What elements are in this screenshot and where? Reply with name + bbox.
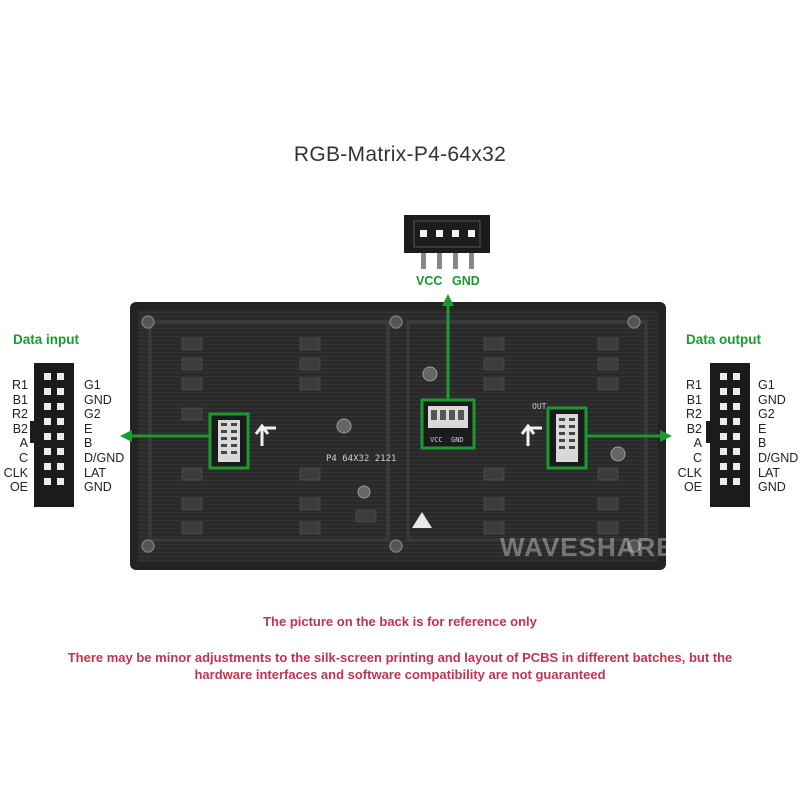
pin-label: C (18, 450, 28, 465)
pin-label: R2 (12, 407, 28, 422)
pin-label: B (758, 436, 767, 451)
callout-arrows (120, 294, 672, 442)
pin-label: E (758, 421, 767, 436)
pin-label: B (84, 436, 93, 451)
pin-label: C (692, 450, 702, 465)
disclaimer-note: There may be minor adjustments to the si… (67, 650, 733, 682)
pin-label: R1 (686, 378, 702, 392)
direction-arrows (254, 423, 542, 446)
pin-label: GND (84, 480, 112, 495)
pin-label: LAT (84, 465, 106, 480)
pin-label: G2 (758, 407, 775, 422)
pin-label: R1 (12, 378, 28, 392)
pin-label: D/GND (84, 450, 125, 465)
vcc-label: VCC (416, 274, 443, 288)
pin-label: CLK (677, 465, 702, 480)
input-header-diagram (30, 363, 74, 507)
pin-label: B2 (686, 421, 702, 436)
pin-label: OE (683, 480, 702, 495)
pin-label: GND (758, 480, 786, 495)
pin-label: R2 (686, 407, 702, 422)
output-right-pins: G1 GND G2 E B D/GND LAT GND (758, 378, 798, 495)
input-left-pins: R1 B1 R2 B2 A C CLK OE (2, 378, 28, 495)
esd-warning-icon (412, 512, 432, 528)
led-panel-board (130, 302, 666, 570)
board-out-silk: OUT (532, 402, 547, 411)
reference-note: The picture on the back is for reference… (263, 614, 537, 629)
input-connector-on-board (208, 412, 250, 470)
pin-label: CLK (3, 465, 28, 480)
driver-chips (181, 337, 619, 535)
power-connector-on-board (420, 398, 476, 450)
pin-label: G2 (84, 407, 101, 422)
mounting-holes (141, 315, 641, 553)
pin-label: OE (9, 480, 28, 495)
input-right-pins: G1 GND G2 E B D/GND LAT GND (84, 378, 124, 495)
output-left-pins: R1 B1 R2 B2 A C CLK OE (674, 378, 702, 495)
pin-label: LAT (758, 465, 780, 480)
pin-label: D/GND (758, 450, 799, 465)
pin-label: E (84, 421, 93, 436)
data-output-label: Data output (686, 332, 761, 347)
board-vcc-silk: VCC (430, 436, 443, 444)
pin-label: G1 (758, 378, 775, 392)
data-input-label: Data input (13, 332, 79, 347)
pin-label: G1 (84, 378, 101, 392)
output-header-diagram (706, 363, 750, 507)
pin-label: B1 (686, 392, 702, 407)
pin-label: A (693, 436, 702, 451)
pin-label: GND (758, 392, 786, 407)
board-model-silk: P4 64X32 2121 (326, 454, 397, 464)
capacitors (336, 366, 626, 499)
pin-label: B2 (12, 421, 28, 436)
output-connector-on-board (546, 406, 588, 470)
power-connector-diagram (404, 215, 490, 269)
watermark-logo: WAVESHARE (500, 532, 675, 562)
gnd-label: GND (452, 274, 480, 288)
pin-label: GND (84, 392, 112, 407)
board-gnd-silk: GND (451, 436, 464, 444)
pin-label: A (19, 436, 28, 451)
pin-label: B1 (12, 392, 28, 407)
diagram-title: RGB-Matrix-P4-64x32 (293, 143, 507, 166)
